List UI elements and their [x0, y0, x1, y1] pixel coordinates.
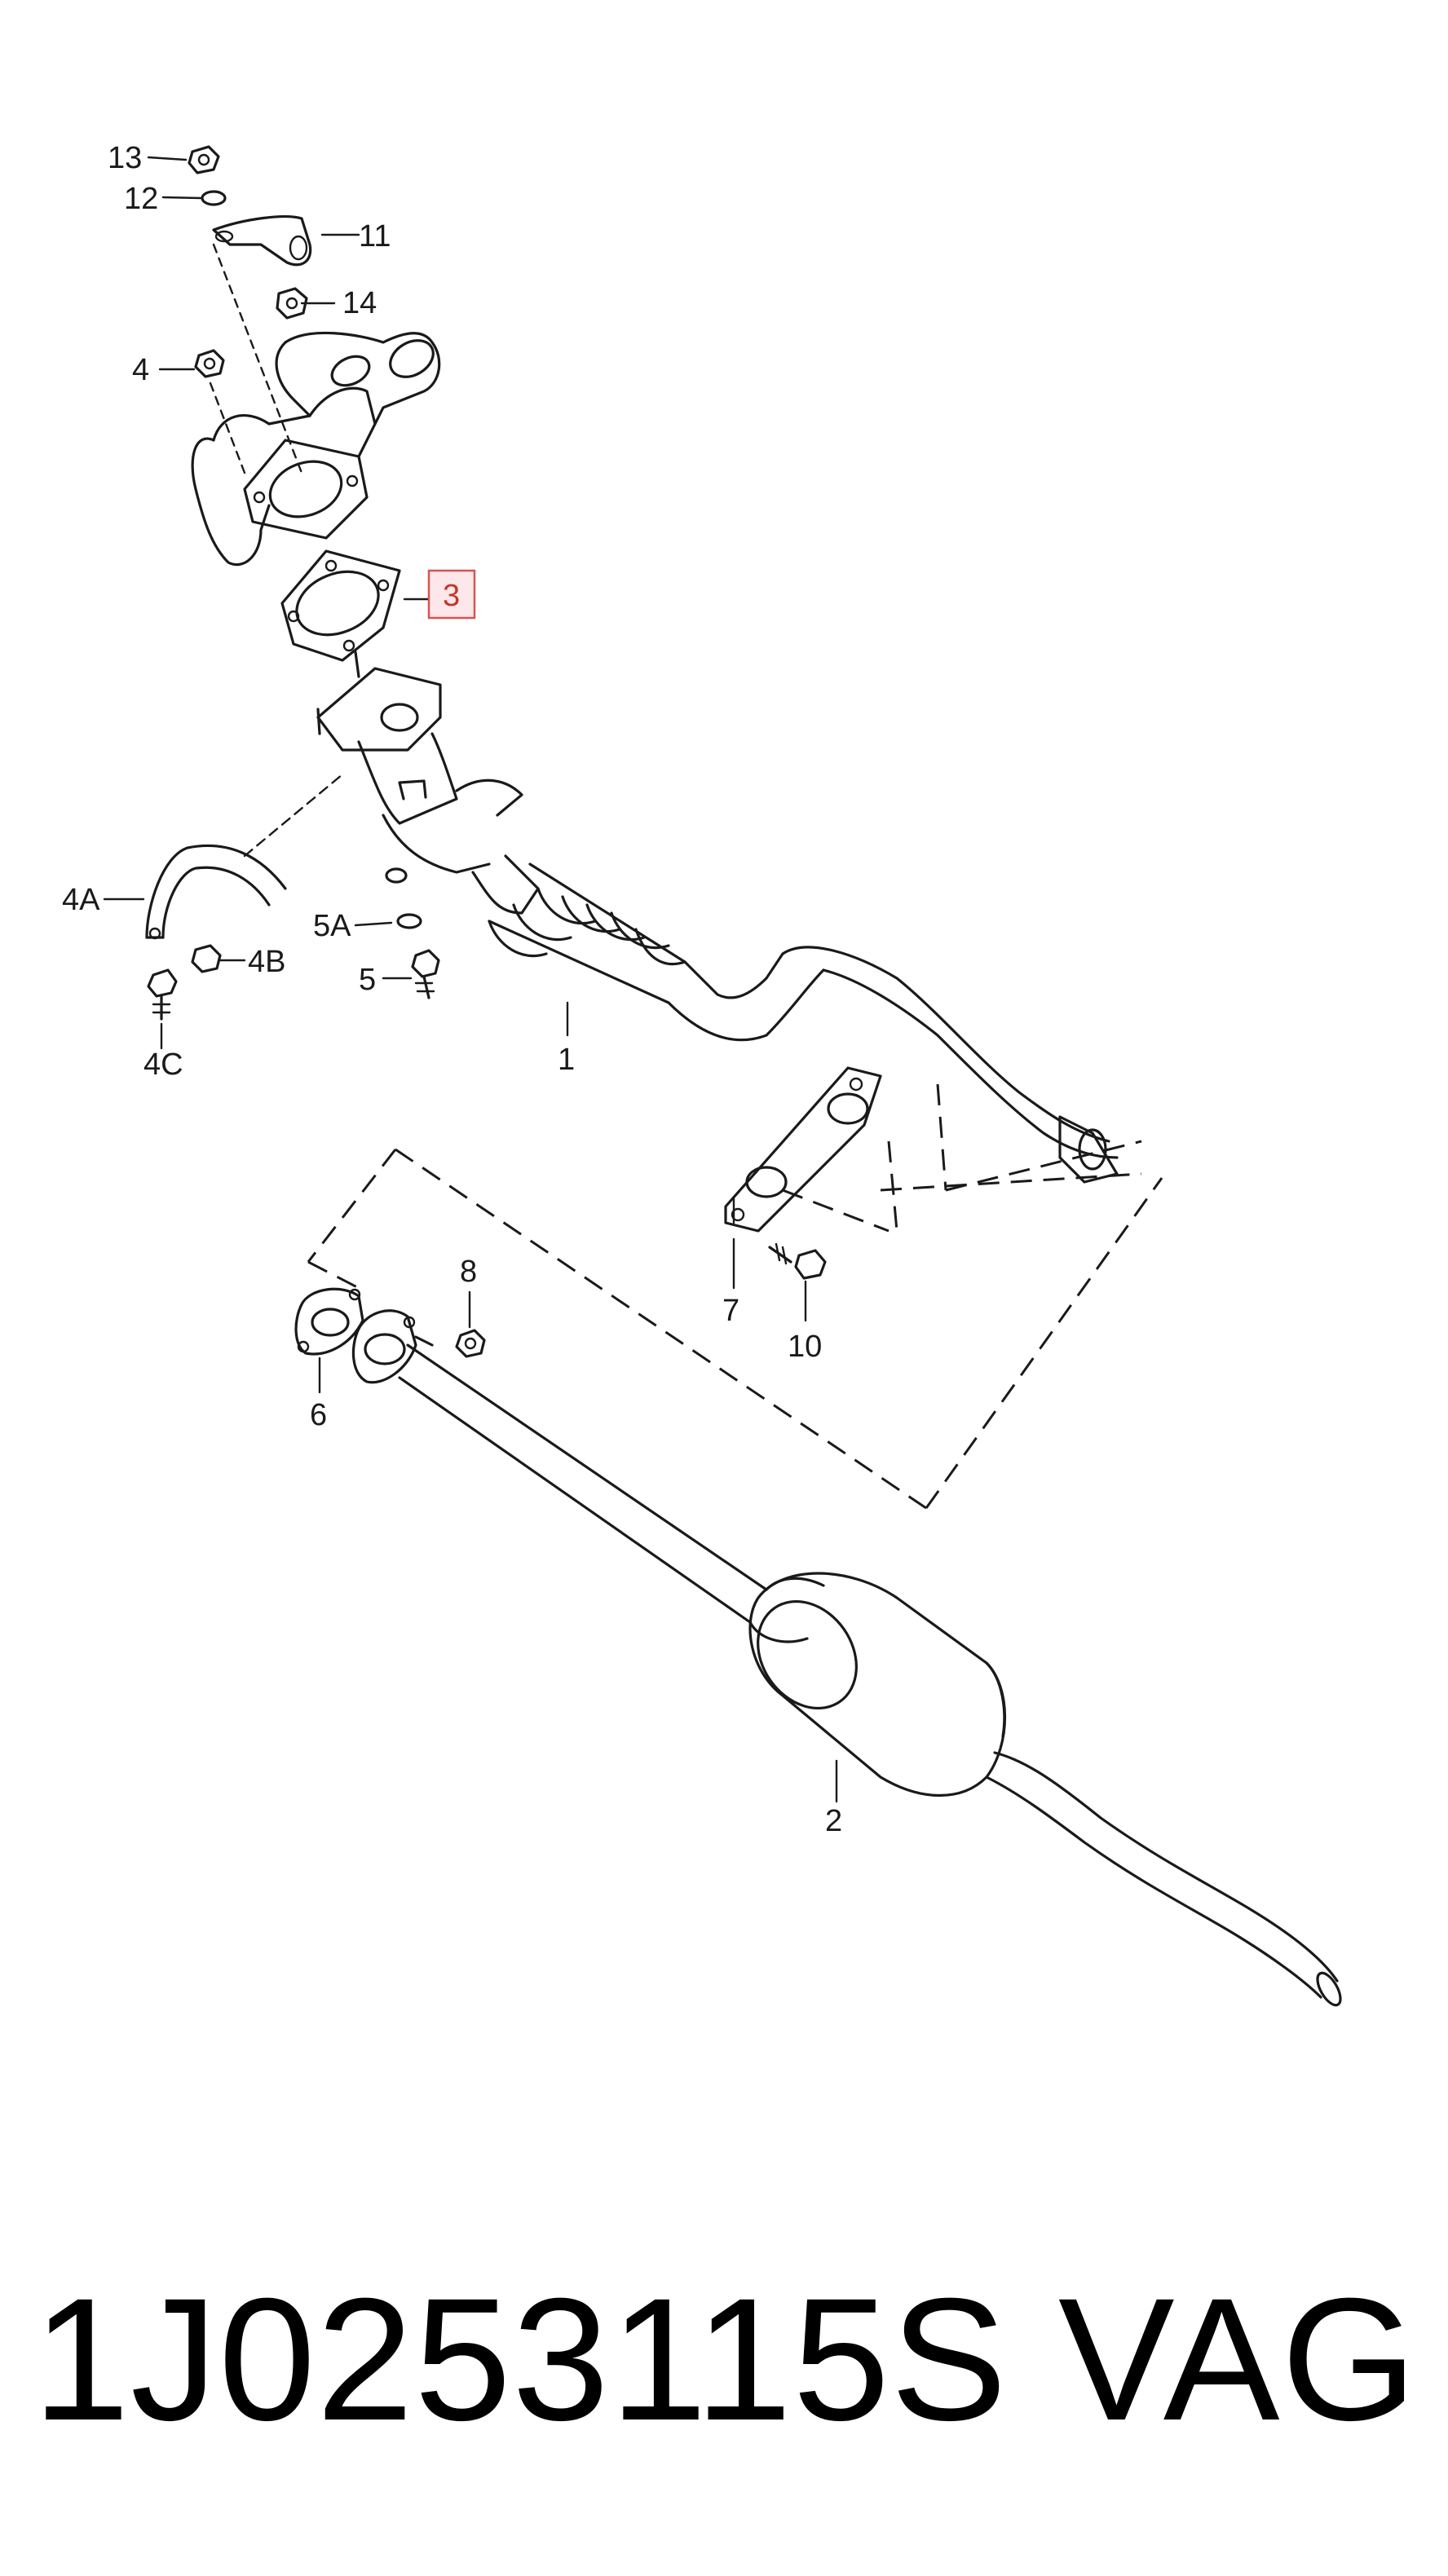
bolt-part-5 [385, 867, 440, 999]
gasket-part-3 [280, 549, 401, 662]
leader-lines [103, 156, 838, 1803]
clamp-part-7 [724, 1066, 882, 1233]
exhaust-manifold [191, 331, 441, 567]
callout-8[interactable]: 8 [460, 1255, 477, 1289]
part-number: 1J0253115S [33, 2262, 1008, 2457]
bracket-part-4A [145, 773, 344, 1021]
bolt-part-10 [768, 1242, 827, 1280]
callout-4A[interactable]: 4A [62, 883, 100, 917]
assembly-guide-lines [307, 1083, 1163, 1510]
callout-10[interactable]: 10 [788, 1330, 822, 1364]
callout-12[interactable]: 12 [124, 182, 158, 216]
callout-6[interactable]: 6 [310, 1398, 327, 1432]
callout-7[interactable]: 7 [722, 1294, 739, 1328]
callout-1[interactable]: 1 [558, 1043, 575, 1077]
callout-11[interactable]: 11 [359, 219, 391, 254]
callout-4[interactable]: 4 [132, 353, 149, 387]
callout-2[interactable]: 2 [825, 1804, 842, 1838]
callout-4B[interactable]: 4B [248, 945, 285, 979]
callout-5A[interactable]: 5A [313, 909, 351, 943]
callout-3[interactable]: 3 [443, 579, 460, 613]
front-pipe-part-1 [316, 651, 1119, 1184]
gasket-part-6 [294, 1287, 364, 1356]
callout-5[interactable]: 5 [359, 963, 376, 997]
brand-name: VAG [1057, 2262, 1419, 2457]
nut-part-8 [455, 1329, 486, 1358]
footer: 1J0253115S VAG [33, 2258, 1419, 2462]
callout-4C[interactable]: 4C [143, 1048, 183, 1082]
exhaust-system-diagram: 13 12 11 14 4 3 4A 4B 4C 5A 5 1 7 10 8 6… [62, 141, 1342, 2007]
silencer-part-2 [351, 1309, 1342, 2007]
callout-14[interactable]: 14 [342, 286, 377, 320]
callout-13[interactable]: 13 [108, 141, 142, 175]
bracket-assembly [188, 145, 312, 474]
callout-labels: 13 12 11 14 4 3 4A 4B 4C 5A 5 1 7 10 8 6… [62, 141, 842, 1838]
callout-3-highlight [427, 569, 476, 620]
